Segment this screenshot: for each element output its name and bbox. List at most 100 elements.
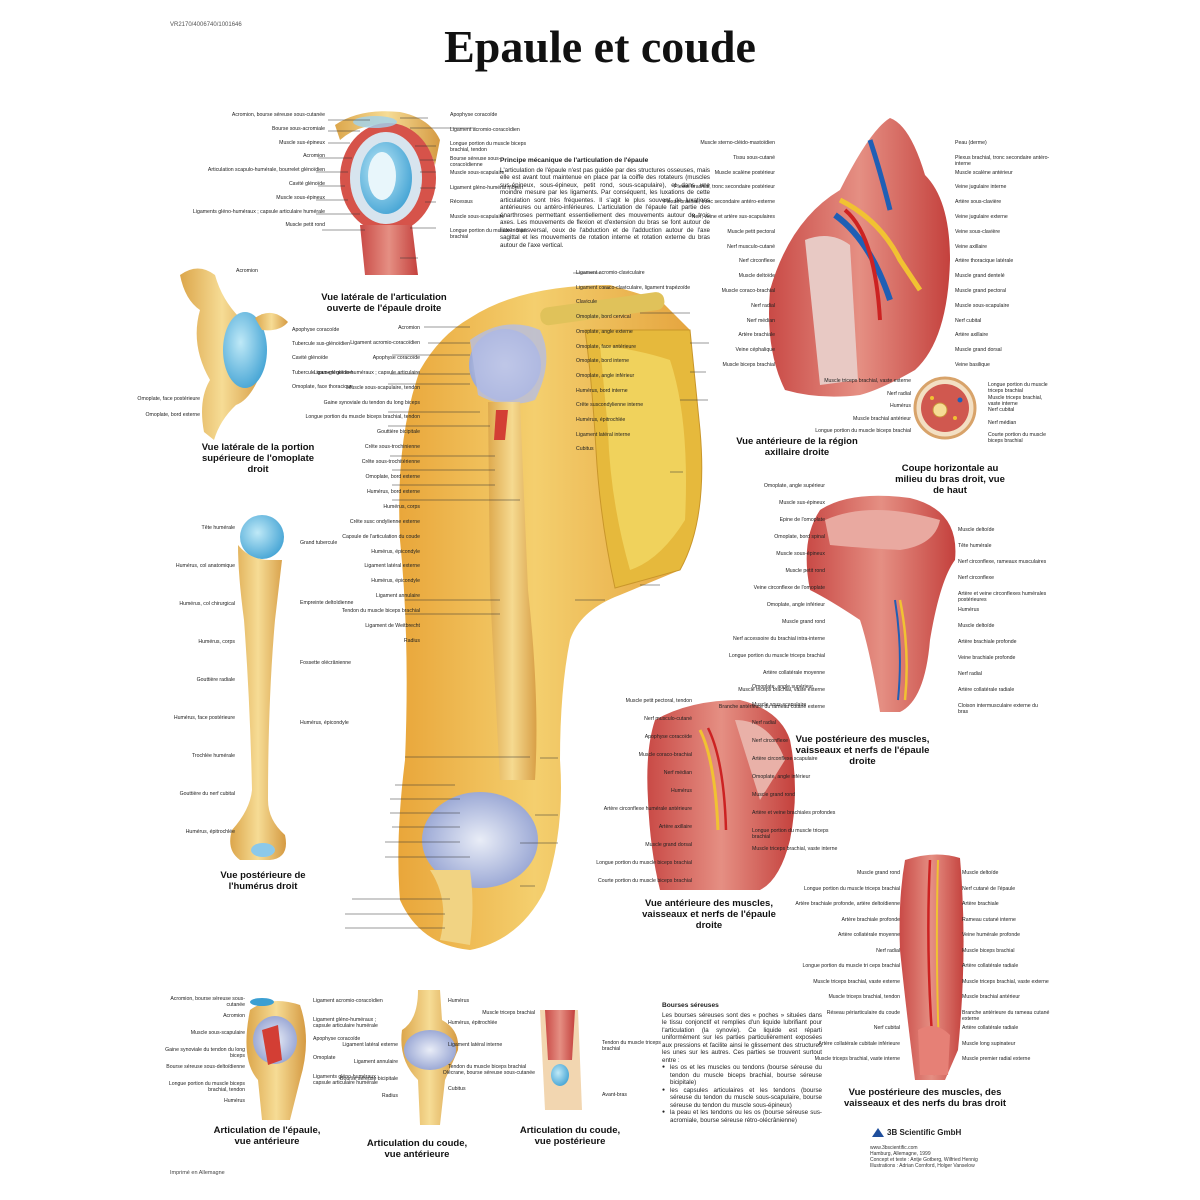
- label-elbow-ant: Tendon du muscle biceps brachial: [448, 1064, 527, 1070]
- label-shoulder-joint-ant: Ligament acromio-coracoïdien: [313, 998, 383, 1004]
- label-anterior-shoulder: Nerf radial: [752, 720, 776, 726]
- label-scapula-top: Acromion: [236, 268, 258, 274]
- label-main: Ligament annulaire: [375, 593, 420, 600]
- label-main: Capsule de l'articulation du coude: [342, 533, 420, 540]
- label-posterior-shoulder: Muscle sous-épineux: [776, 551, 825, 557]
- label-cross-section: Longue portion du muscle biceps brachial: [815, 428, 911, 434]
- credit-line: Concept et texte : Antje Gotberg, Wilfri…: [870, 1157, 978, 1163]
- label-main: Omoplate, bord externe: [365, 474, 421, 480]
- label-axillary: Artère axillaire: [955, 332, 989, 339]
- label-lateral-open: Bourse séreuse sous-coracoïdienne: [450, 155, 501, 168]
- imprint: Imprimé en Allemagne: [170, 1170, 225, 1176]
- label-shoulder-joint-ant: Ligaments gléno-huméraux ; capsule artic…: [313, 1074, 379, 1086]
- label-main: Ligament latéral externe: [364, 563, 420, 570]
- label-posterior-shoulder: Longue portion du muscle triceps brachia…: [728, 653, 825, 659]
- label-main: Ligament gléno-huméraux ; capsule articu…: [313, 369, 420, 376]
- label-main: Omoplate, face antérieure: [576, 343, 636, 350]
- credit-line: Illustrations : Adrian Cornford, Holger …: [870, 1163, 975, 1169]
- label-humerus-post: Humérus, épitrochlée: [185, 829, 235, 835]
- label-posterior-arm: Nerf cubital: [873, 1025, 900, 1031]
- label-axillary: Nerf cubital: [955, 317, 982, 324]
- label-anterior-shoulder: Muscle triceps brachial, vaste interne: [752, 846, 838, 852]
- label-main: Tendon du muscle biceps brachial: [341, 608, 420, 615]
- label-scapula-top: Apophyse coracoïde: [292, 327, 340, 333]
- label-posterior-arm: Branche antérieure du rameau cutané exte…: [962, 1009, 1050, 1022]
- label-axillary: Nerf, veine et artère sus-scapulaires: [691, 214, 775, 220]
- label-lateral-open: Muscle petit rond: [285, 222, 325, 229]
- label-lateral-open: Muscle sous-épineux: [276, 194, 325, 201]
- label-posterior-shoulder: Artère collatérale radiale: [958, 687, 1015, 693]
- label-posterior-shoulder: Omoplate, angle supérieur: [763, 483, 825, 489]
- label-main: Ligament de Weitbrecht: [365, 623, 420, 629]
- label-main: Humérus, épicondyle: [371, 578, 420, 585]
- label-anterior-shoulder: Courte portion du muscle biceps brachial: [597, 878, 692, 884]
- label-posterior-arm: Muscle triceps brachial, vaste externe: [962, 978, 1049, 985]
- label-humerus-post: Humérus, corps: [198, 639, 235, 645]
- label-humerus-post: Humérus, col anatomique: [175, 563, 235, 569]
- label-main: Humérus, corps: [383, 503, 420, 510]
- credits: www.3bscientific.com Hamburg, Allemagne,…: [870, 1145, 978, 1169]
- label-main: Crête sous-trochitérienne: [361, 459, 420, 466]
- label-cross-section: Muscle triceps brachial, vaste externe: [824, 378, 911, 384]
- label-elbow-ant: Cubitus: [448, 1086, 466, 1092]
- label-anterior-shoulder: Muscle coraco-brachial: [638, 752, 692, 758]
- label-posterior-arm: Artère brachiale: [962, 901, 999, 907]
- label-scapula-top: Omoplate, face postérieure: [137, 396, 200, 402]
- label-posterior-shoulder: Muscle deltoïde: [958, 527, 995, 533]
- label-lateral-open: Ligament gléno-huméral moyen: [450, 184, 523, 191]
- principle-body: L'articulation de l'épaule n'est pas gui…: [500, 166, 710, 249]
- anterior-shoulder-illustration: [647, 700, 795, 890]
- caption-scapula-top: Vue latérale de la portion supérieure de…: [201, 442, 315, 475]
- label-main: Gaine synoviale du tendon du long biceps: [323, 399, 420, 406]
- label-main: Ligament latéral interne: [576, 431, 631, 438]
- credit-line: Hamburg, Allemagne, 1999: [870, 1151, 931, 1157]
- label-main: Acromion: [398, 325, 420, 331]
- label-shoulder-joint-ant: Gaine synoviale du tendon du long biceps: [165, 1047, 245, 1059]
- label-main: Longue portion du muscle biceps brachial…: [305, 414, 421, 421]
- label-posterior-shoulder: Epine de l'omoplate: [779, 517, 825, 523]
- label-anterior-shoulder: Humérus: [670, 788, 692, 794]
- label-main: Omoplate, bord cervical: [576, 314, 631, 321]
- label-cross-section: Nerf médian: [988, 419, 1017, 426]
- label-main: Crête sous-trochinienne: [364, 444, 420, 451]
- label-lateral-open: Acromion, bourse séreuse sous-cutanée: [231, 112, 325, 118]
- label-main: Muscle sous-scapulaire, tendon: [347, 384, 420, 391]
- label-scapula-top: Tubercule sus-glénoïdien: [292, 341, 351, 348]
- label-posterior-shoulder: Nerf circonflexe: [958, 575, 995, 581]
- label-axillary: Veine jugulaire interne: [955, 184, 1007, 191]
- label-posterior-shoulder: Nerf accessoire du brachial intra-intern…: [733, 636, 825, 642]
- label-main: Humérus, épitrochlée: [576, 417, 626, 423]
- shoulder-joint-anterior-illustration: [246, 998, 306, 1120]
- label-lateral-open: Muscle sus-épineux: [279, 139, 325, 146]
- main-arm-illustration: [398, 285, 703, 950]
- label-lateral-open: Muscle sous-scapulaire: [450, 170, 505, 176]
- bourses-body: Les bourses séreuses sont des « poches »…: [662, 1011, 822, 1064]
- label-anterior-shoulder: Artère axillaire: [658, 824, 692, 830]
- bourses-item: la peau et les tendons ou les os (bourse…: [662, 1109, 822, 1124]
- label-axillary: Nerf médian: [746, 317, 775, 324]
- label-axillary: Artère brachiale: [738, 332, 775, 339]
- label-axillary: Veine basilique: [955, 362, 990, 368]
- product-code: VR2170/4006740/1001646: [170, 22, 242, 28]
- label-main: Radius: [403, 637, 420, 644]
- label-shoulder-joint-ant: Muscle sous-scapulaire: [190, 1030, 245, 1036]
- caption-elbow-posterior: Articulation du coude, vue postérieure: [519, 1125, 621, 1147]
- label-main: Humérus, épicondyle: [371, 548, 420, 555]
- label-posterior-shoulder: Omoplate, bord spinal: [774, 534, 825, 540]
- label-anterior-shoulder: Muscle petit pectoral, tendon: [625, 698, 692, 704]
- label-posterior-arm: Longue portion du muscle tri ceps brachi…: [802, 963, 900, 969]
- label-posterior-shoulder: Muscle sus-épineux: [779, 500, 825, 506]
- label-posterior-shoulder: Artère collatérale moyenne: [763, 670, 825, 676]
- label-axillary: Muscle grand pectoral: [955, 288, 1007, 294]
- bourses-item: les capsules articulaires et les tendons…: [662, 1087, 822, 1110]
- label-cross-section: Nerf radial: [887, 390, 911, 397]
- label-posterior-arm: Artère brachiale profonde: [841, 916, 900, 923]
- caption-posterior-arm: Vue postérieure des muscles, des vaissea…: [843, 1087, 1007, 1109]
- poster-title: Epaule et coude: [444, 21, 756, 72]
- label-axillary: Muscle scalène postérieur: [714, 169, 775, 176]
- label-lateral-open: Longue portion du muscle triceps brachia…: [450, 228, 527, 240]
- bourses-heading: Bourses séreuses: [662, 1002, 719, 1009]
- label-axillary: Plexus brachial, tronc secondaire postér…: [674, 184, 775, 191]
- label-humerus-post: Gouttière du nerf cubital: [179, 791, 235, 797]
